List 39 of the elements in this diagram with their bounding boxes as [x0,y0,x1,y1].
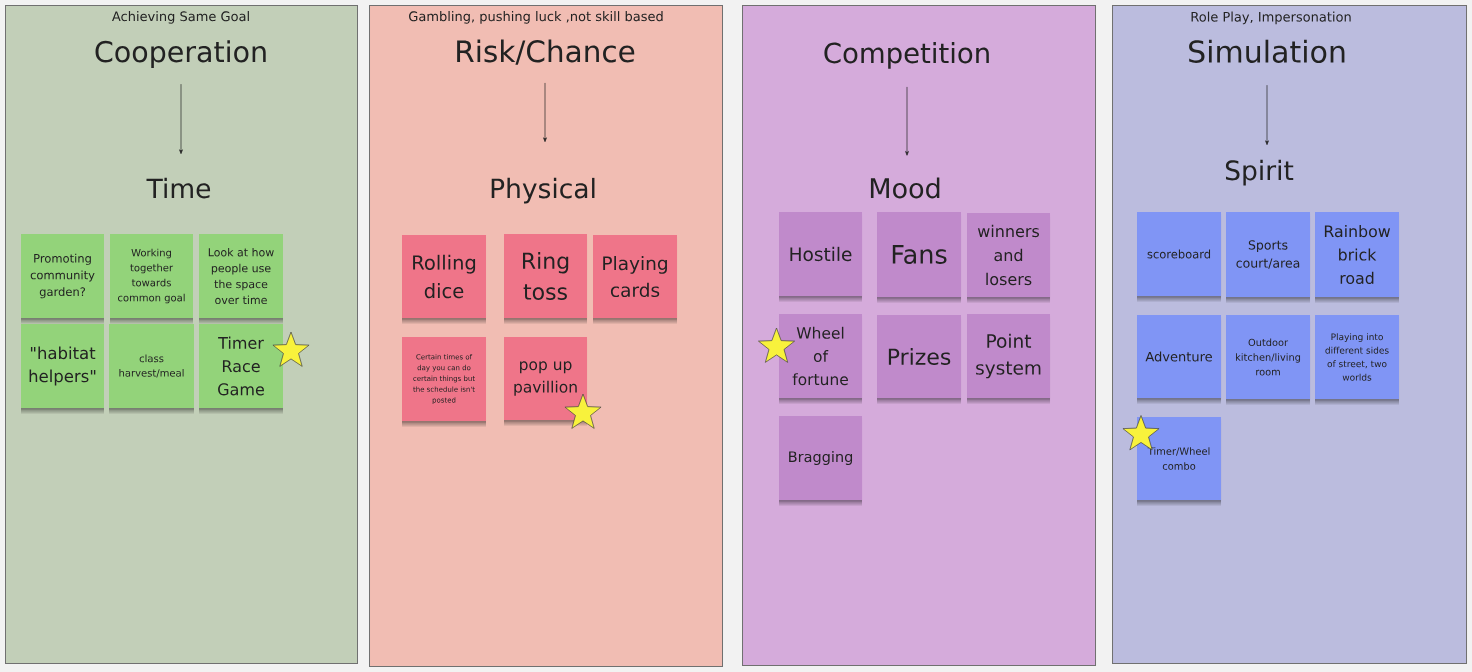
arrow [179,83,183,154]
sticky-note: Ring toss [504,234,587,324]
subtitle: Gambling, pushing luck ,not skill based [409,11,663,24]
sticky-note: Hostile [779,212,862,302]
subtitle: Achieving Same Goal [112,11,249,24]
sticky-note: Bragging [779,416,862,506]
arrow [543,82,547,142]
sticky-note: Sports court/area [1226,212,1310,303]
sticky-note: pop up pavillion [504,337,587,426]
sticky-note: Rainbow brick road [1315,212,1399,303]
sticky-note: Working together towards common goal [110,234,193,324]
heading: Simulation [1189,39,1345,63]
heading: Competition [824,42,989,69]
heading: Cooperation [95,40,266,68]
sticky-note: Promoting community garden? [21,234,104,324]
subheading: Spirit [1225,159,1294,186]
sticky-note: Rolling dice [402,235,486,324]
sticky-note: Playing into different sides of street, two worlds [1315,315,1399,405]
subtitle: Role Play, Impersonation [1191,11,1351,25]
subheading: Physical [491,177,595,204]
sticky-note: Prizes [877,315,961,404]
sticky-note: Wheel of fortune [779,314,862,404]
sticky-note: winners and losers [967,213,1050,303]
sticky-note: scoreboard [1137,212,1221,302]
sticky-note: "habitat helpers" [21,324,104,414]
heading: Risk/Chance [457,39,635,65]
sticky-note: class harvest/meal [109,324,194,414]
sticky-note: Adventure [1137,315,1221,404]
sticky-note: Look at how people use the space over time [199,234,283,324]
sticky-note: Fans [877,212,961,303]
sticky-note: Point system [967,314,1050,404]
subheading: Mood [870,177,940,199]
sticky-note: Playing cards [593,235,677,324]
subheading: Time [146,177,211,199]
arrow [1265,84,1269,145]
sticky-note: Outdoor kitchen/living room [1226,315,1310,405]
sticky-note: Timer Race Game [199,324,283,414]
sticky-note: Timer/Wheel combo [1137,417,1221,506]
arrow [905,86,909,156]
